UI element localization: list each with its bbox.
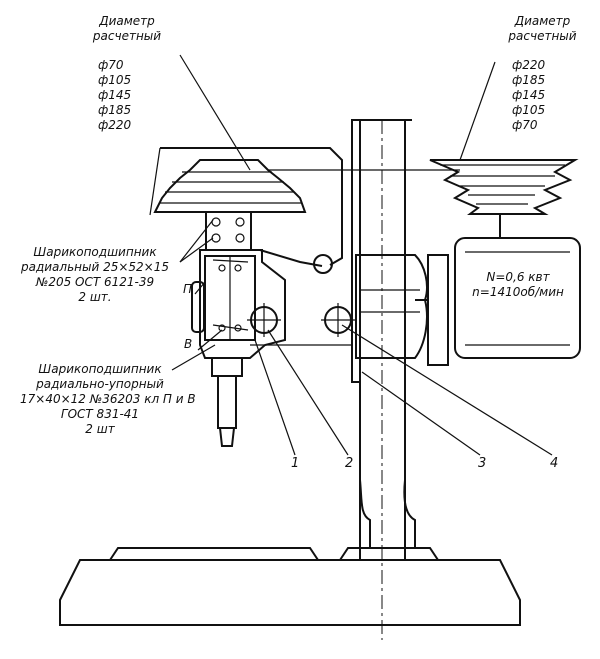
right-d5: ф70 [512,118,538,132]
left-d5: ф220 [98,118,132,132]
handwheel-2 [247,303,281,337]
column-clamp [355,254,428,359]
callout-1: 1 [291,456,300,471]
right-pulley-title-2: расчетный [508,29,577,43]
motor-speed: n=1410об/мин [472,285,564,299]
callout-2: 2 [345,456,354,471]
pivot [313,254,333,274]
handwheel-4 [321,303,355,337]
bearing-angular-line-5: 2 шт [85,422,115,436]
right-pulley-diameters: ф220 ф185 ф145 ф105 ф70 [512,58,545,133]
bearing-angular-label: Шарикоподшипник радиально-упорный 17×40×… [20,362,196,437]
column [351,119,416,640]
bearing-angular-line-2: радиально-упорный [36,377,164,391]
machine-base [59,547,521,626]
right-d3: ф145 [512,88,546,102]
motor-pulley [429,159,579,238]
bearing-angular-line-4: ГОСТ 831-41 [60,407,140,421]
motor-power: N=0,6 квт [486,270,550,284]
belt-guard [149,147,343,266]
right-d1: ф220 [512,58,546,72]
bearing-radial-label: Шарикоподшипник радиальный 25×52×15 №205… [20,245,170,305]
left-pulley-title-1: Диаметр [99,14,155,28]
electric-motor [415,237,581,366]
left-pulley-label: Диаметр расчетный [82,14,172,44]
marker-p: П [183,282,193,296]
bearing-angular-line-1: Шарикоподшипник [38,362,162,376]
bearing-radial-line-4: 2 шт. [78,290,112,304]
right-pulley-title-1: Диаметр [514,14,571,28]
marker-v: В [184,337,193,351]
left-d4: ф185 [98,103,132,117]
bearing-radial-line-2: радиальный 25×52×15 [20,260,169,274]
left-d3: ф145 [98,88,132,102]
leader-lines [171,54,553,456]
left-pulley-title-2: расчетный [92,29,162,43]
spindle-head [191,211,286,359]
right-d4: ф105 [512,103,546,117]
lever-link [259,249,323,267]
motor-specs: N=0,6 квт n=1410об/мин [462,270,574,300]
left-d1: ф70 [98,58,124,72]
right-pulley-label: Диаметр расчетный [500,14,585,44]
callout-4: 4 [550,456,559,471]
left-pulley-diameters: ф70 ф105 ф145 ф185 ф220 [98,58,131,133]
bearing-angular-line-3: 17×40×12 №36203 кл П и В [20,392,196,406]
bearing-radial-line-3: №205 ОСТ 6121-39 [35,275,155,289]
left-d2: ф105 [98,73,132,87]
right-d2: ф185 [512,73,546,87]
spindle-quill [211,357,243,447]
spindle-pulley [153,159,307,213]
callout-3: 3 [478,456,487,471]
bearing-radial-line-1: Шарикоподшипник [33,245,157,259]
